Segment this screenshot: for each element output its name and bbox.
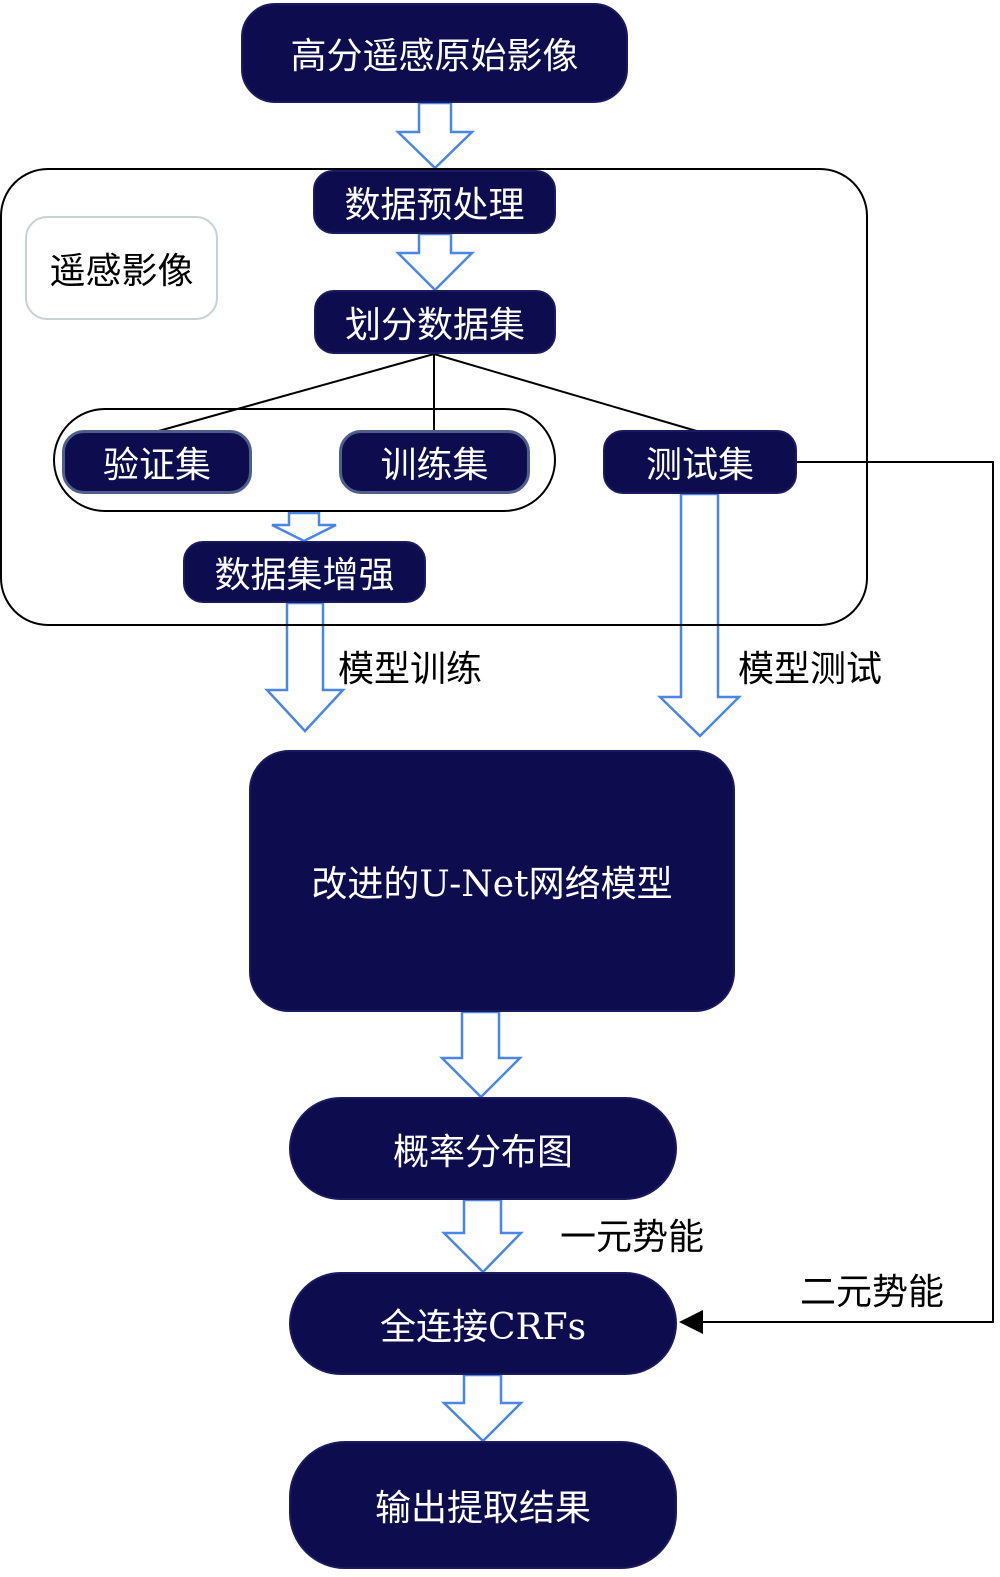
node-prob-map: 概率分布图 bbox=[289, 1097, 677, 1200]
label-unary: 一元势能 bbox=[560, 1217, 705, 1258]
node-preprocess: 数据预处理 bbox=[313, 170, 556, 234]
region-label: 遥感影像 bbox=[25, 216, 218, 320]
train-val-group bbox=[53, 408, 556, 512]
connector-binary bbox=[679, 461, 994, 1334]
tree-line-val bbox=[154, 353, 435, 433]
node-split: 划分数据集 bbox=[314, 290, 556, 354]
arrow-raw-to-preprocess bbox=[394, 101, 476, 170]
node-model: 改进的U-Net网络模型 bbox=[249, 750, 735, 1012]
node-output: 输出提取结果 bbox=[289, 1441, 677, 1569]
arrow-model-train bbox=[264, 601, 346, 733]
arrow-preprocess-to-split bbox=[394, 232, 476, 292]
node-val-set: 验证集 bbox=[62, 430, 252, 494]
arrow-model-to-prob bbox=[438, 1010, 524, 1099]
node-crf: 全连接CRFs bbox=[289, 1272, 677, 1375]
arrow-unary bbox=[440, 1198, 524, 1274]
arrow-model-test bbox=[656, 492, 743, 738]
tree-line-test bbox=[433, 353, 701, 433]
label-model-train: 模型训练 bbox=[338, 649, 483, 690]
label-model-test: 模型测试 bbox=[738, 649, 883, 690]
node-test-set: 测试集 bbox=[603, 430, 797, 494]
label-binary: 二元势能 bbox=[800, 1272, 945, 1313]
node-augment: 数据集增强 bbox=[183, 541, 426, 603]
remote-sensing-region bbox=[0, 168, 868, 626]
arrow-to-augment bbox=[271, 511, 337, 543]
arrow-crf-to-output bbox=[440, 1373, 525, 1443]
node-train-set: 训练集 bbox=[339, 430, 530, 494]
node-raw-image: 高分遥感原始影像 bbox=[241, 3, 628, 103]
